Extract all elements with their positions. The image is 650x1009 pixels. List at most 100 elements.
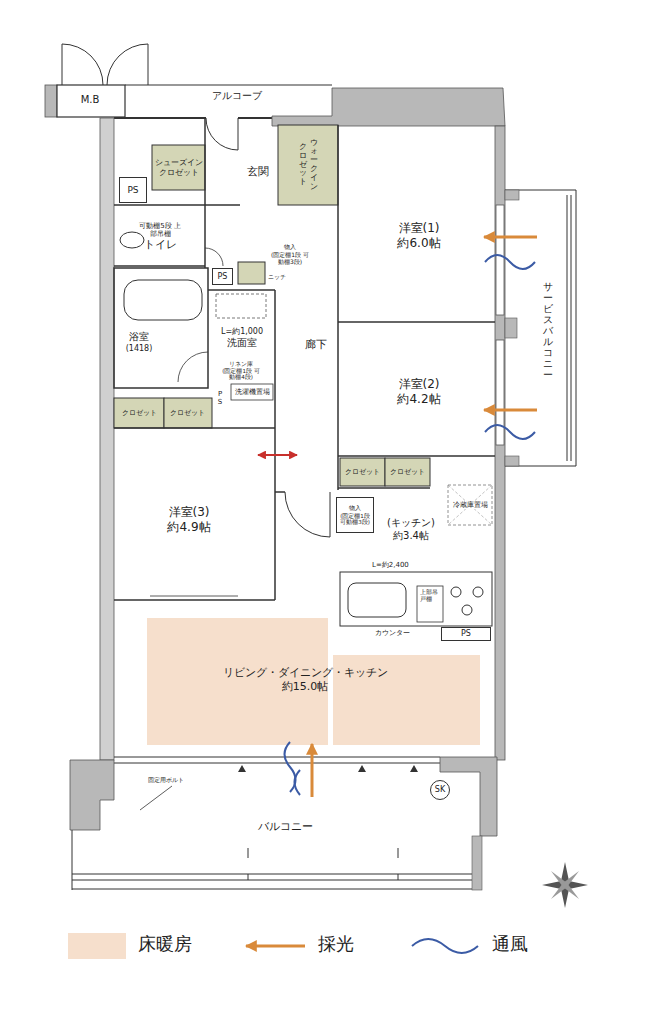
wall-line: [338, 455, 495, 457]
wall: [505, 190, 519, 200]
room-label: 洗濯機置場: [235, 388, 270, 396]
wall-line: [114, 599, 275, 601]
plan-label: ニッチ: [268, 274, 286, 281]
room-box: クロゼット: [116, 400, 162, 426]
wall: [505, 456, 519, 466]
room-label: クロゼット: [390, 468, 425, 476]
light-arrow: [311, 744, 314, 797]
room-box: 浴室(1418): [118, 324, 160, 360]
closet: [114, 398, 164, 428]
legend-wave: [412, 939, 478, 953]
room-label: 冷蔵庫置場: [453, 501, 488, 509]
fridge-place: [448, 485, 492, 525]
room-label: バルコニー: [258, 821, 313, 834]
room-box: 物入(固定棚1段 可動棚3段): [267, 241, 313, 269]
room-label: (固定棚1段 可動棚3段): [270, 252, 310, 266]
room-label: 洋室(3): [169, 506, 210, 520]
window: [496, 340, 504, 445]
wall-line: [275, 491, 285, 493]
room-label: 物入: [349, 505, 361, 512]
sliding-door: [150, 596, 238, 597]
plan-label: カウンター: [375, 629, 410, 637]
room-label: 約4.9帖: [167, 521, 210, 535]
railing: [72, 880, 476, 881]
wall-line: [338, 487, 430, 489]
door-swing: [205, 248, 223, 266]
washer-place: [231, 384, 273, 400]
room-label: L=約1,000: [221, 327, 263, 336]
room-box: シューズイン クロゼット: [151, 146, 206, 189]
vertical-label: サービスバルコニー: [543, 281, 553, 380]
floor-heating: [147, 618, 328, 745]
room-box: 冷蔵庫置場: [449, 486, 491, 524]
door-swing: [107, 44, 148, 85]
vanity: [216, 294, 266, 318]
wall: [100, 118, 114, 760]
wall-line: [205, 204, 240, 206]
room-box: 廊下: [297, 200, 335, 490]
window: [496, 205, 504, 315]
wall: [272, 88, 505, 126]
railing: [72, 889, 476, 890]
closet: [385, 458, 430, 486]
balcony-mark: [248, 848, 398, 880]
room-box: 玄関: [236, 160, 280, 184]
bathtub: [124, 280, 202, 320]
legend-text: 床暖房: [138, 933, 192, 955]
legend-arrow: [246, 945, 305, 948]
burner: [451, 587, 461, 597]
wall-line: [337, 125, 339, 490]
wall: [495, 126, 505, 760]
balcony-outline: [505, 190, 576, 466]
room-label: シューズイン クロゼット: [151, 158, 206, 176]
wall-line: [114, 268, 208, 388]
wall-line: [114, 265, 205, 267]
window-mark: [238, 765, 418, 772]
window: [114, 763, 440, 764]
wall-line: [114, 427, 275, 429]
room-box: PS: [119, 177, 147, 203]
door-swing: [206, 118, 238, 150]
burner: [473, 587, 483, 597]
room-label: (固定棚1段 可動棚3段): [338, 513, 372, 526]
vertical-label: クロゼット: [299, 143, 307, 187]
room-box: M.B: [58, 88, 122, 112]
railing: [567, 195, 568, 461]
bolt-mark: [140, 786, 172, 810]
room-box: 洗濯機置場: [232, 386, 272, 399]
room-label: SK: [435, 785, 445, 794]
railing: [72, 874, 476, 875]
legend-text: 通風: [492, 933, 528, 955]
meter-box: [57, 85, 125, 117]
balcony-outline: [72, 830, 73, 890]
fridge-place: [448, 485, 492, 525]
closet: [164, 398, 212, 428]
wall: [70, 760, 114, 830]
hood: [417, 586, 443, 622]
room-box: PS: [212, 268, 233, 285]
legend-text: 採光: [318, 933, 354, 955]
room-label: 洋室(2): [399, 378, 440, 392]
room-label: 約3.4帖: [393, 530, 429, 542]
room-label: PS: [218, 272, 228, 281]
wall-line: [338, 321, 495, 323]
vertical-label: ウォークイン: [310, 139, 318, 192]
room-label: (固定棚1段 可動棚4段): [221, 368, 261, 381]
room-label: PS: [127, 185, 138, 195]
storage-box: [238, 262, 265, 284]
burner: [462, 605, 472, 615]
room-box: 洋室(2)約4.2帖: [345, 360, 493, 424]
room-box: リビング・ダイニング・キッチン約15.0帖: [115, 605, 495, 755]
door-swing: [178, 352, 208, 382]
wall: [472, 836, 482, 890]
closet: [340, 458, 385, 486]
room-label: クロゼット: [345, 468, 380, 476]
room-box: SK: [430, 780, 450, 800]
room-box: (キッチン)約3.4帖: [378, 512, 444, 546]
room-label: PS: [461, 629, 471, 638]
room-box: 可動棚5段 上部吊棚トイレ: [116, 210, 204, 264]
compass: [542, 862, 588, 908]
room-box: PS: [441, 627, 491, 641]
toilet-bowl: [120, 232, 144, 248]
